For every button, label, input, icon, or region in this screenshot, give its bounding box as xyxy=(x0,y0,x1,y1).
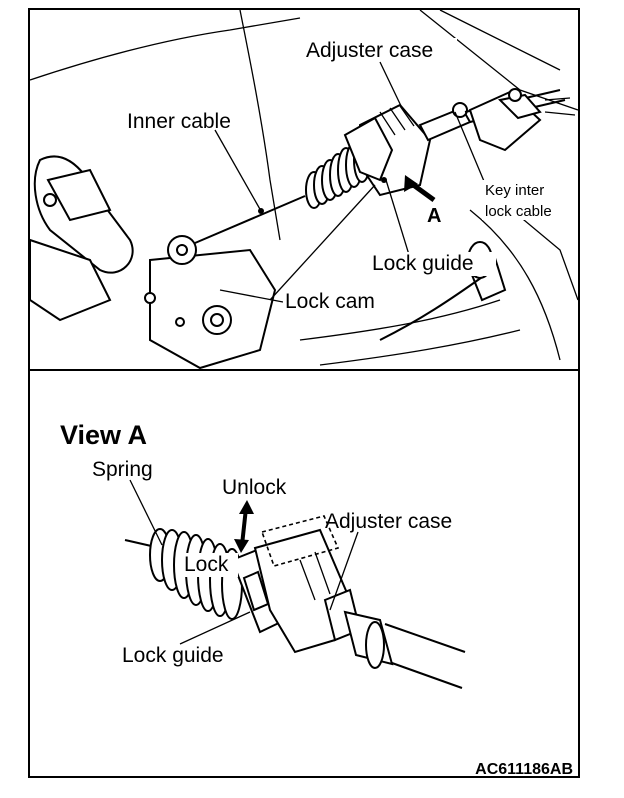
inner-cable xyxy=(194,195,306,244)
lock-cam-pivot-hole xyxy=(210,313,224,327)
view-a-adjuster-case-label: Adjuster case xyxy=(325,510,452,533)
spring-leader xyxy=(129,479,163,546)
cable-fitting xyxy=(452,102,468,118)
body-contour xyxy=(469,209,561,361)
lock-cam-hole xyxy=(144,292,156,304)
adjuster-case-front xyxy=(343,116,394,182)
body-contour xyxy=(319,329,521,366)
lock-arrow-head xyxy=(234,539,249,553)
view-a-unlock-position xyxy=(260,515,340,567)
unlock-arrow-head xyxy=(239,500,254,514)
label-bg xyxy=(283,290,391,314)
clip-bolt xyxy=(508,88,522,102)
body-contour xyxy=(239,9,281,241)
lock-cam-leader-2 xyxy=(269,184,376,301)
key-interlock-label-1: Key inter xyxy=(485,182,544,199)
adjuster-case-ribs xyxy=(379,105,415,136)
view-a-title: View A xyxy=(60,420,147,450)
view-a-adjuster-leader xyxy=(329,531,359,611)
label-bg xyxy=(180,553,238,577)
body-contour xyxy=(419,9,579,111)
view-a-marker: A xyxy=(427,205,441,227)
key-interlock-label-2: lock cable xyxy=(485,203,552,220)
inner-cable-leader xyxy=(214,129,262,212)
view-a-case-detail xyxy=(299,551,331,601)
view-a-lock-guide-label: Lock guide xyxy=(122,644,224,667)
label-bg xyxy=(370,252,496,276)
view-a-lock-guide-leader xyxy=(179,611,251,645)
rod xyxy=(379,274,486,341)
view-a-tube xyxy=(391,662,463,689)
top-view-illustration: Adjuster case Inner cable Key inter lock… xyxy=(29,9,579,371)
view-a-arrow-head xyxy=(404,175,418,192)
body-contour xyxy=(439,9,561,71)
shift-lever-plate xyxy=(46,168,112,222)
adjuster-case-label: Adjuster case xyxy=(306,39,433,62)
lock-cam-label: Lock cam xyxy=(285,290,375,313)
lock-cam-leader xyxy=(219,289,284,303)
lock-label: Lock xyxy=(184,553,229,576)
body-contour xyxy=(299,299,501,341)
lock-unlock-arrow-shaft xyxy=(240,507,248,546)
unlock-label: Unlock xyxy=(222,476,287,499)
key-interlock-leader xyxy=(454,111,487,187)
label-bg xyxy=(305,38,457,60)
lock-cam-hole xyxy=(175,317,185,327)
view-a-tube xyxy=(384,623,466,653)
view-a-illustration: View A xyxy=(60,420,466,689)
key-interlock-cable-end xyxy=(544,97,576,116)
label-bg xyxy=(482,180,576,220)
inner-cable-label: Inner cable xyxy=(127,110,231,133)
lever-bracket xyxy=(29,238,112,322)
body-contour xyxy=(29,17,301,81)
spring-label: Spring xyxy=(92,458,153,481)
lever-bolt xyxy=(43,193,57,207)
lock-guide-leader xyxy=(385,179,411,259)
adjuster-case-leader xyxy=(379,61,403,109)
view-a-arrow-shaft xyxy=(410,181,436,203)
cable-end-pin-hole xyxy=(176,244,188,256)
figure-code: AC611186AB xyxy=(475,761,573,778)
lock-guide-leader-dot xyxy=(381,177,387,183)
lock-guide-label: Lock guide xyxy=(372,252,474,275)
view-a-tube-ring xyxy=(365,621,385,669)
